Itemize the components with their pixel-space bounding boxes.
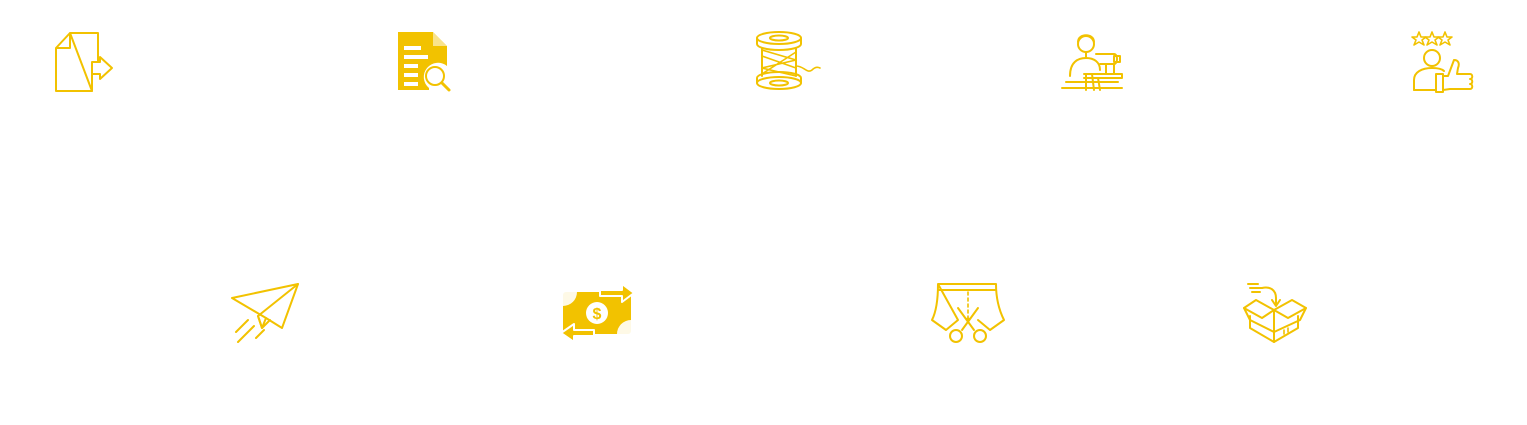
seamstress-sewing-machine-icon xyxy=(1060,30,1126,94)
paper-plane-icon xyxy=(228,282,302,344)
thread-spool-icon xyxy=(752,30,822,94)
customer-rating-thumbs-up-icon xyxy=(1410,30,1476,94)
document-search-icon xyxy=(395,30,453,94)
svg-text:$: $ xyxy=(593,306,602,323)
fabric-cutting-scissors-icon xyxy=(930,282,1006,346)
money-exchange-icon: $ xyxy=(558,282,638,344)
document-export-icon xyxy=(52,30,118,94)
open-box-delivery-icon xyxy=(1240,280,1310,346)
